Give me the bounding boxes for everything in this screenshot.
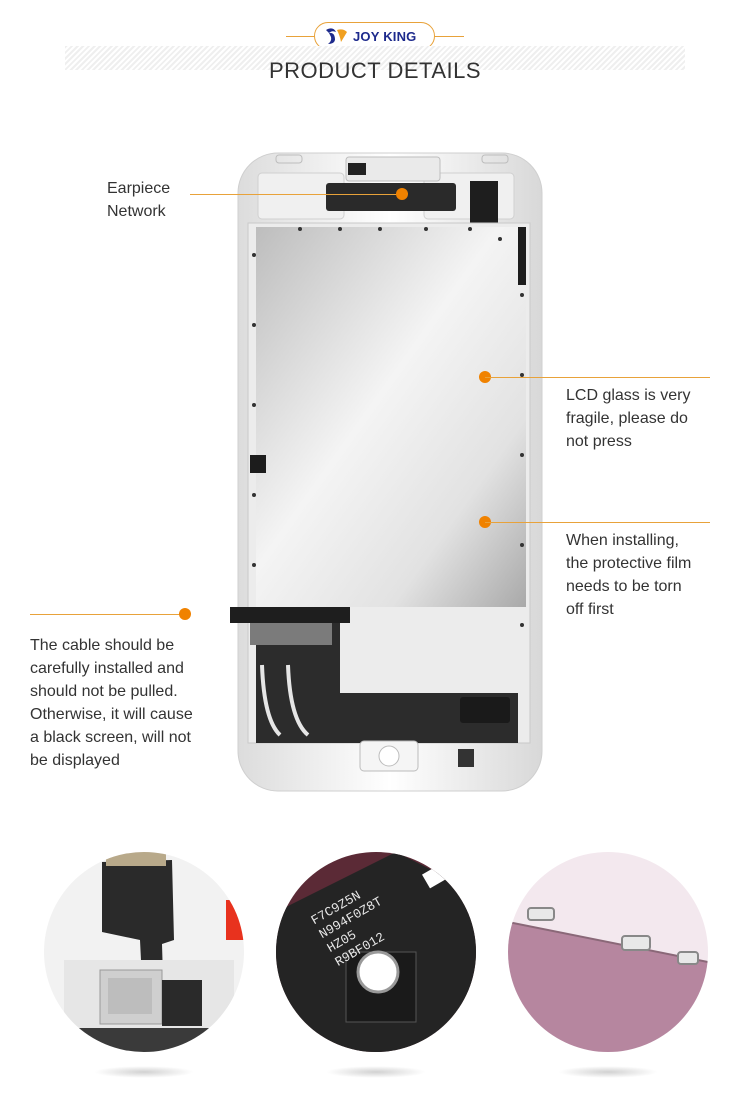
detail-photo-flex-cable: [44, 852, 244, 1052]
callout-lcd-line: not press: [566, 433, 632, 450]
callout-lcd-leader: [485, 377, 710, 378]
callout-cable-marker: [179, 608, 191, 620]
callout-lcd-label: LCD glass is very fragile, please do not…: [566, 384, 690, 453]
title-hatch-band: [65, 46, 685, 70]
back-stamp-graphic: F7C9Z5N N994F0Z8T HZ05 R9BF012: [276, 852, 476, 1052]
callout-cable-label: The cable should be carefully installed …: [30, 634, 193, 772]
page-title: PRODUCT DETAILS: [268, 58, 482, 83]
callout-earpiece-marker: [396, 188, 408, 200]
callout-cable-line: Otherwise, it will cause: [30, 706, 193, 723]
callout-cable-line: carefully installed and: [30, 660, 184, 677]
detail-shadow: [94, 1066, 194, 1078]
callout-film-line: When installing,: [566, 532, 679, 549]
callout-film-line: the protective film: [566, 555, 692, 572]
detail-shadow: [558, 1066, 658, 1078]
brand-badge: JOY KING: [314, 22, 435, 50]
callout-film-leader: [485, 522, 710, 523]
callout-lcd-line: LCD glass is very: [566, 387, 691, 404]
glass-edge-graphic: [508, 852, 708, 1052]
flex-cable-closeup-graphic: [44, 852, 244, 1052]
callout-earpiece-line: Earpiece: [107, 180, 171, 197]
callout-cable-line: a black screen, will not: [30, 729, 191, 746]
brand-logo-icon: [326, 28, 347, 44]
callout-cable-line: be displayed: [30, 752, 120, 769]
callout-film-line: off first: [566, 601, 614, 618]
callout-cable-line: should not be pulled.: [30, 683, 178, 700]
brand-rule-left: [286, 36, 316, 37]
callout-lcd-line: fragile, please do: [566, 410, 688, 427]
detail-photo-glass-edge: [508, 852, 708, 1052]
detail-shadow: [326, 1066, 426, 1078]
callout-film-label: When installing, the protective film nee…: [566, 529, 691, 621]
brand-rule-right: [434, 36, 464, 37]
brand-name: JOY KING: [353, 29, 417, 44]
callout-earpiece-line: Network: [107, 203, 166, 220]
callout-cable-leader: [30, 614, 185, 615]
callout-earpiece-label: Earpiece Network: [107, 177, 170, 223]
callout-cable-line: The cable should be: [30, 637, 175, 654]
lcd-assembly-illustration: [230, 152, 543, 792]
callout-film-line: needs to be torn: [566, 578, 682, 595]
detail-photo-back-stamp: F7C9Z5N N994F0Z8T HZ05 R9BF012: [276, 852, 476, 1052]
callout-earpiece-leader: [190, 194, 402, 195]
